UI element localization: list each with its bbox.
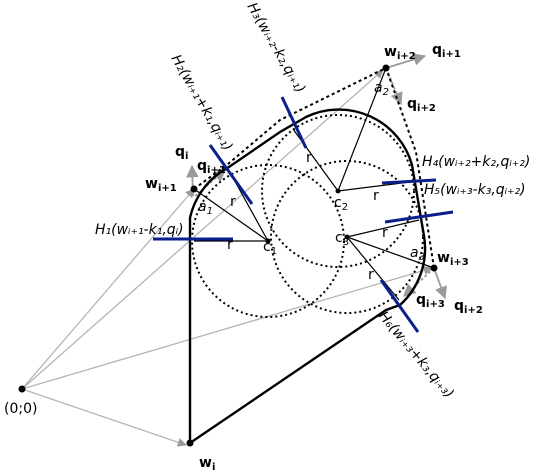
- point-w-i1: [190, 185, 198, 193]
- label-a2: a2: [374, 80, 389, 98]
- vector-to-w-i1: [21, 188, 195, 390]
- label-origin: (0;0): [4, 401, 37, 417]
- arrow-q-i3: [403, 267, 435, 297]
- control-polygon: [193, 66, 435, 269]
- label-q-i2-b: qi+2: [454, 298, 483, 316]
- point-w-i3: [430, 264, 438, 272]
- hyperplane-H3: [280, 96, 308, 149]
- arrow-q-i2-b: [433, 267, 448, 300]
- label-r: r: [227, 237, 233, 253]
- label-w-i3: wi+3: [437, 250, 469, 268]
- label-q-i: qi: [175, 144, 188, 162]
- point-c2: [335, 188, 341, 194]
- point-w-i2: [382, 64, 390, 72]
- arrow-q-i1-b: [385, 53, 427, 69]
- direction-arrows: [186, 53, 448, 300]
- point-w-i: [186, 439, 194, 447]
- label-H3: H₃(wᵢ₊₂-k₂,qᵢ₊₁): [244, 0, 309, 96]
- label-q-i1-a: qi+1: [197, 158, 226, 176]
- label-r: r: [373, 188, 379, 204]
- origin-vectors: [21, 69, 433, 447]
- vector-to-w-i: [21, 388, 187, 447]
- label-H6: H₆(wᵢ₊₃+k₃,qᵢ₊₃): [375, 308, 457, 401]
- label-H4: H₄(wᵢ₊₂+k₂,qᵢ₊₂): [422, 154, 530, 170]
- vector-to-w-i2: [21, 69, 384, 390]
- hyperplane-H4: [381, 178, 437, 185]
- label-H2: H₂(wᵢ₊₁+k₁,qᵢ₊₁): [168, 52, 236, 154]
- hyperplane-H5: [384, 210, 454, 224]
- label-r: r: [306, 150, 312, 166]
- point-c1: [265, 238, 271, 244]
- circle-c2: [261, 114, 415, 268]
- hyperplane-H6: [379, 279, 420, 333]
- point-c3: [344, 234, 350, 240]
- label-a3: a3: [410, 245, 425, 263]
- points: [18, 64, 438, 447]
- hyperplane-H2: [208, 144, 254, 205]
- label-c2: c2: [334, 195, 348, 213]
- label-q-i2-a: qi+2: [407, 96, 436, 114]
- label-c1: c1: [263, 239, 277, 257]
- hyperplanes: [153, 96, 454, 333]
- labels: (0;0) wi wi+1 wi+2 wi+3 qi qi+1 qi+1 qi+…: [4, 0, 530, 473]
- label-c3: c3: [335, 230, 349, 248]
- circle-c1: [191, 164, 345, 318]
- vector-to-w-i3: [21, 265, 433, 390]
- label-r: r: [382, 225, 388, 241]
- point-origin: [18, 385, 26, 393]
- label-H5: H₅(wᵢ₊₃-k₃,qᵢ₊₂): [424, 182, 526, 198]
- label-w-i2: wi+2: [384, 44, 416, 62]
- label-w-i: wi: [199, 455, 215, 473]
- label-r: r: [230, 194, 236, 210]
- label-q-i1-b: qi+1: [432, 42, 461, 60]
- label-w-i1: wi+1: [145, 176, 177, 194]
- label-H1: H₁(wᵢ₊₁-k₁,qᵢ): [95, 222, 184, 238]
- label-a1: a1: [198, 199, 213, 217]
- outline-path: [188, 108, 427, 446]
- label-q-i3: qi+3: [416, 292, 445, 310]
- label-r: r: [368, 267, 374, 283]
